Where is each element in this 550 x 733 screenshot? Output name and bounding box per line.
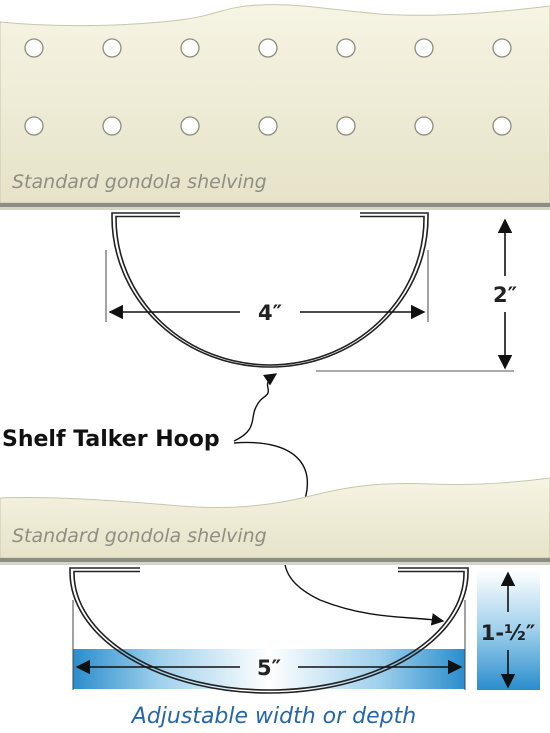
bottom-shelf-label: Standard gondola shelving: [12, 525, 267, 547]
peg-hole: [24, 38, 44, 58]
width-highlight-band: [73, 649, 465, 689]
peg-hole: [336, 38, 356, 58]
bottom-shelf-edge: [0, 558, 550, 562]
bottom-hoop-inner: [73, 570, 465, 691]
peg-hole: [492, 116, 512, 136]
peg-hole: [414, 116, 434, 136]
top-width-label: 4″: [258, 301, 282, 325]
peg-hole: [102, 116, 122, 136]
adjustable-caption: Adjustable width or depth: [130, 704, 416, 729]
leader-to-top-hoop: [233, 373, 278, 442]
top-width-dimension: 4″: [105, 250, 429, 325]
peg-hole: [258, 116, 278, 136]
bottom-hoop-outer: [69, 567, 469, 694]
peg-hole: [102, 38, 122, 58]
top-height-label: 2″: [493, 283, 517, 307]
top-shelf-label: Standard gondola shelving: [12, 171, 267, 193]
top-hoop: [111, 212, 429, 368]
peg-hole: [492, 38, 512, 58]
bottom-shelf-panel: [0, 477, 550, 559]
top-shelf-panel: [0, 4, 550, 204]
peg-holes-top-row: [24, 38, 512, 58]
top-shelf-edge: [0, 203, 550, 207]
bottom-shelf-edge-highlight: [0, 562, 550, 565]
bottom-width-dimension: 5″: [72, 600, 466, 690]
bottom-height-dimension: 1-½″: [481, 571, 535, 689]
top-hoop-outer: [111, 212, 429, 368]
bottom-height-label: 1-½″: [481, 621, 535, 645]
peg-hole: [180, 38, 200, 58]
peg-hole: [414, 38, 434, 58]
peg-hole: [258, 38, 278, 58]
top-shelf-edge-highlight: [0, 207, 550, 210]
peg-hole: [180, 116, 200, 136]
peg-hole: [336, 116, 356, 136]
peg-holes-bottom-row: [24, 116, 512, 136]
top-hoop-inner: [115, 215, 425, 366]
peg-hole: [24, 116, 44, 136]
bottom-shelf: Standard gondola shelving: [0, 477, 550, 565]
top-shelf: Standard gondola shelving: [0, 4, 550, 210]
bottom-hoop: [69, 567, 469, 694]
bottom-width-label: 5″: [257, 656, 281, 680]
top-height-dimension: 2″: [316, 218, 517, 372]
hoop-callout-label: Shelf Talker Hoop: [2, 427, 220, 452]
